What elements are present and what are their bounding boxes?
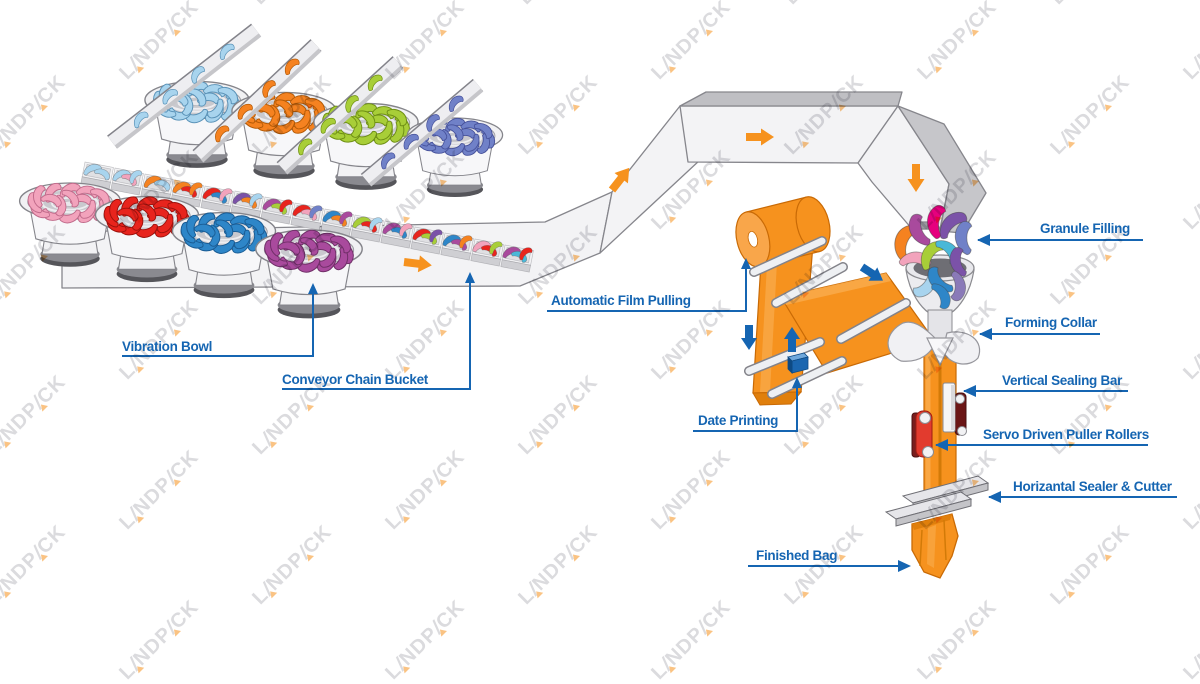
- label-connectors: [122, 234, 1177, 572]
- connector-arrowhead: [898, 560, 911, 572]
- connector-date-printing: [693, 386, 798, 432]
- connector-automatic-film-pulling: [547, 267, 747, 312]
- film-guide-rollers: [744, 236, 911, 399]
- connector-arrowhead: [977, 234, 990, 246]
- finished-bag: [911, 513, 959, 579]
- connector-arrowhead: [963, 385, 976, 397]
- film-down-arrow: [741, 325, 757, 350]
- film-web-diagonal-highlight: [781, 273, 891, 305]
- connector-arrowhead: [935, 439, 948, 451]
- vertical-sealing-bar: [942, 382, 967, 436]
- horizontal-sealer-cutter: [884, 475, 990, 527]
- connector-arrowhead: [792, 377, 802, 388]
- connector-vibration-bowl: [122, 292, 314, 357]
- connector-arrowhead: [988, 491, 1001, 503]
- feeder-rail: [192, 39, 322, 163]
- bowl-feeder-rails: [107, 23, 484, 187]
- film-highlight: [760, 243, 778, 392]
- feeder-rail: [360, 78, 484, 187]
- connector-arrowhead: [465, 272, 475, 283]
- vibration-bowl-8: [254, 227, 364, 320]
- connector-arrowhead: [308, 283, 318, 294]
- date-printer: [787, 352, 809, 374]
- film-pulling-station: [735, 196, 935, 406]
- servo-puller-rollers: [911, 410, 934, 458]
- feeder-rail: [107, 23, 262, 149]
- filling-and-sealing-station: [884, 201, 990, 579]
- connector-conveyor-chain-bucket: [282, 281, 471, 390]
- duct-top-edge: [679, 91, 903, 107]
- connector-arrowhead: [979, 328, 992, 340]
- feeder-rail: [276, 56, 404, 175]
- connector-arrowhead: [741, 258, 751, 269]
- packing-line-illustration: [18, 23, 1177, 579]
- forming-collar: [887, 321, 981, 367]
